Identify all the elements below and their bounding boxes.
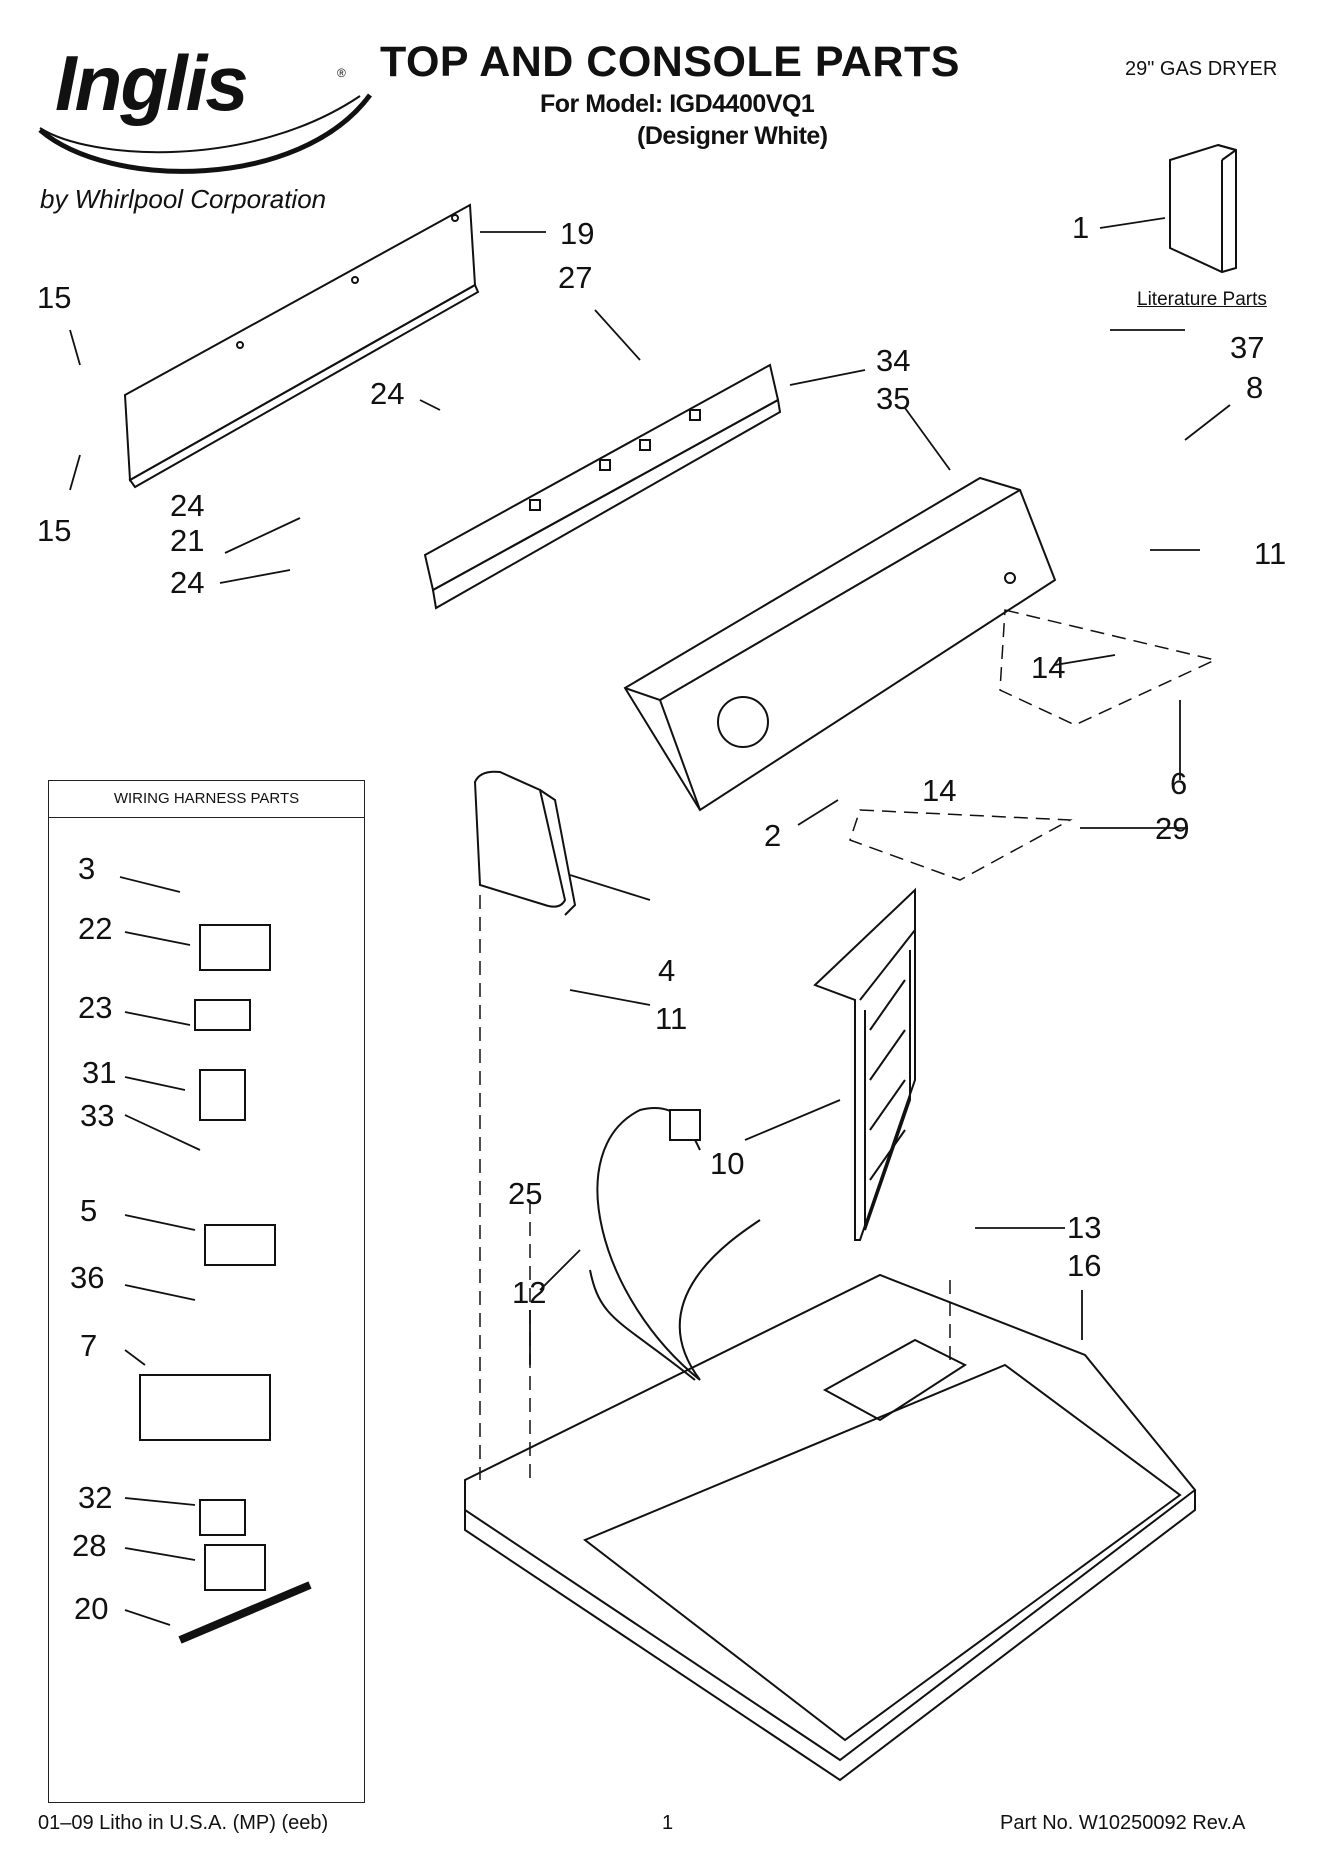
dryer-top-panel: [464, 1273, 1197, 1782]
brand-logo: Inglis: [55, 39, 249, 127]
literature-booklet: [1169, 143, 1237, 274]
callout-24-lower: 24: [170, 565, 205, 600]
harness-callout-33: 33: [80, 1098, 115, 1133]
harness-callout-23: 23: [78, 990, 113, 1025]
callout-8: 8: [1246, 370, 1264, 405]
model-number: For Model: IGD4400VQ1: [540, 90, 815, 118]
model-color: (Designer White): [637, 122, 828, 150]
product-type: 29" GAS DRYER: [1125, 58, 1278, 80]
harness-callout-31: 31: [82, 1055, 117, 1090]
callout-14-upper: 14: [1031, 650, 1066, 685]
harness-callout-28: 28: [72, 1528, 107, 1563]
callout-15-top: 15: [37, 280, 72, 315]
page-number: 1: [662, 1812, 674, 1834]
callout-24-upper: 24: [370, 376, 405, 411]
registered-mark: ®: [337, 66, 346, 80]
harness-callout-7: 7: [80, 1328, 98, 1363]
harness-callout-32: 32: [78, 1480, 113, 1515]
callout-29: 29: [1155, 811, 1190, 846]
page-title: TOP AND CONSOLE PARTS: [380, 38, 960, 86]
console-end-cap: [473, 770, 577, 916]
brand-byline: by Whirlpool Corporation: [40, 184, 327, 214]
callout-25: 25: [508, 1176, 543, 1211]
harness-callout-3: 3: [78, 851, 96, 886]
callout-2: 2: [764, 818, 782, 853]
callout-37: 37: [1230, 330, 1265, 365]
callout-4: 4: [658, 953, 676, 988]
callout-10: 10: [710, 1146, 745, 1181]
harness-callout-5: 5: [80, 1193, 98, 1228]
callout-34: 34: [876, 343, 911, 378]
callout-35: 35: [876, 381, 911, 416]
callout-16: 16: [1067, 1248, 1102, 1283]
wiring-harness-panel: [48, 780, 365, 1803]
callout-24-middle: 24: [170, 488, 205, 523]
callout-27: 27: [558, 260, 593, 295]
footer-print-info: 01–09 Litho in U.S.A. (MP) (eeb): [38, 1812, 329, 1834]
callout-11-left: 11: [655, 1001, 688, 1036]
part-number: Part No. W10250092 Rev.A: [1000, 1812, 1246, 1834]
literature-parts-label: Literature Parts: [1137, 289, 1267, 310]
callout-leaders: [69, 217, 1231, 1626]
callout-6: 6: [1170, 766, 1188, 801]
console-panel: [623, 476, 1057, 812]
callout-12: 12: [512, 1275, 547, 1310]
callout-19: 19: [560, 216, 595, 251]
callout-11-right: 11: [1254, 536, 1287, 571]
wiring-harness-title: WIRING HARNESS PARTS: [48, 780, 365, 818]
wiring-harness-assembly: [589, 1107, 761, 1381]
harness-part-sketches: [139, 924, 312, 1644]
callout-21: 21: [170, 523, 205, 558]
callout-14-lower: 14: [922, 773, 957, 808]
console-control-plate: [423, 363, 782, 610]
callout-1: 1: [1072, 210, 1090, 245]
harness-callout-20: 20: [74, 1591, 109, 1626]
callout-13: 13: [1067, 1210, 1102, 1245]
lint-screen: [813, 887, 916, 1241]
harness-callout-22: 22: [78, 911, 113, 946]
harness-callout-36: 36: [70, 1260, 105, 1295]
rear-console-bracket: [123, 203, 480, 489]
callout-15-bottom: 15: [37, 513, 72, 548]
